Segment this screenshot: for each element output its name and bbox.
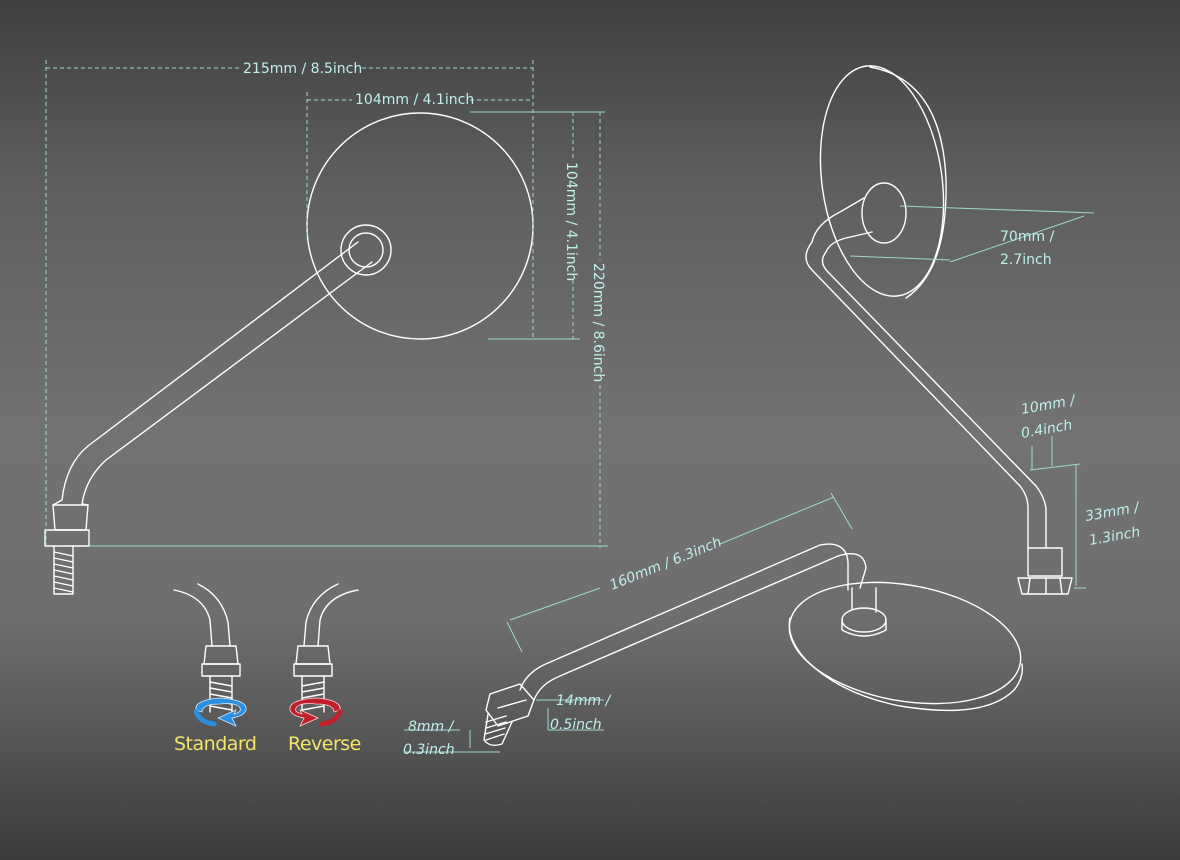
front-total-height-label: 220mm / 8.6inch bbox=[590, 263, 606, 382]
top-arm bbox=[519, 543, 849, 691]
side-view-mirror bbox=[805, 65, 1073, 595]
front-arm bbox=[52, 241, 359, 506]
front-view-mirror bbox=[44, 112, 534, 595]
top-dimensions bbox=[404, 492, 853, 753]
top-thread-label-1: 8mm / bbox=[408, 719, 455, 735]
top-arm-length-label: 160mm / 6.3inch bbox=[608, 534, 725, 593]
standard-thread-illustration bbox=[173, 583, 241, 713]
side-base bbox=[1027, 547, 1063, 577]
top-nut-label-1: 14mm / bbox=[556, 693, 612, 709]
reverse-thread-label: Reverse bbox=[288, 733, 361, 755]
top-cap bbox=[841, 607, 887, 633]
side-stem-label-1: 10mm / bbox=[1020, 393, 1077, 418]
standard-thread-label: Standard bbox=[174, 733, 257, 755]
side-base-label-2: 1.3inch bbox=[1088, 524, 1142, 549]
front-mirror-head bbox=[306, 112, 534, 340]
front-base bbox=[52, 504, 89, 531]
top-thread-label-2: 0.3inch bbox=[403, 742, 455, 758]
reverse-thread-illustration bbox=[293, 583, 359, 713]
top-stem bbox=[851, 587, 877, 613]
top-mirror-plate bbox=[788, 581, 1022, 705]
top-nut-label-2: 0.5inch bbox=[550, 717, 602, 733]
front-width-label: 215mm / 8.5inch bbox=[243, 61, 362, 77]
side-arm bbox=[805, 241, 1029, 549]
side-dimensions bbox=[849, 205, 1095, 589]
side-depth-label-2: 2.7inch bbox=[1000, 252, 1052, 268]
front-mirror-height-label: 104mm / 4.1inch bbox=[563, 162, 579, 281]
top-nut bbox=[485, 683, 535, 727]
reverse-rotation-arrow-icon bbox=[289, 697, 343, 727]
front-mirror-width-label: 104mm / 4.1inch bbox=[355, 92, 474, 108]
side-base-label-1: 33mm / bbox=[1084, 500, 1141, 525]
side-stem-label-2: 0.4inch bbox=[1020, 417, 1074, 442]
front-dimensions bbox=[45, 60, 608, 548]
side-depth-label-1: 70mm / bbox=[1000, 229, 1055, 245]
top-thread bbox=[483, 713, 513, 747]
top-view-mirror bbox=[483, 543, 1024, 747]
side-mirror-hub bbox=[861, 182, 907, 244]
side-mirror-head bbox=[819, 65, 945, 297]
standard-rotation-arrow-icon bbox=[193, 697, 247, 727]
front-mirror-hub bbox=[340, 224, 392, 276]
